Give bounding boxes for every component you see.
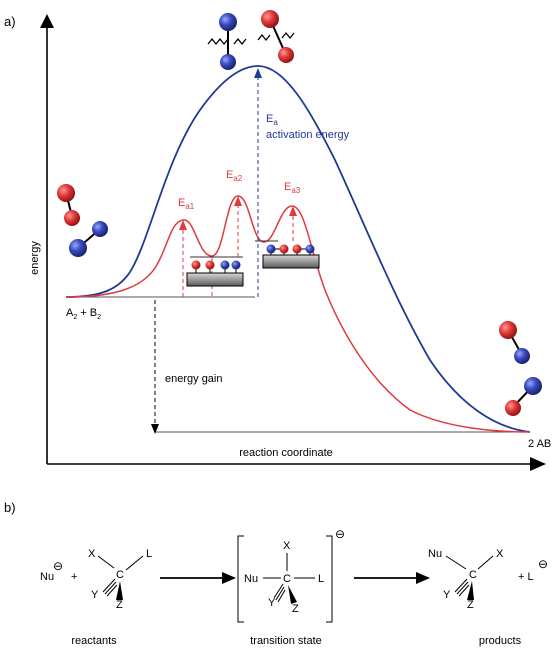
ea-main-label: Ea (266, 113, 278, 127)
reactants-label: A2 + B2 (66, 307, 101, 321)
svg-text:Nu: Nu (40, 571, 54, 583)
svg-text:L: L (318, 573, 324, 585)
svg-text:C: C (283, 573, 291, 585)
reactants-caption: reactants (71, 635, 117, 647)
transition-molecule-red (257, 10, 295, 63)
svg-text:Z: Z (116, 599, 123, 611)
panel-a-label: a) (4, 14, 16, 29)
svg-text:Nu: Nu (244, 573, 258, 585)
transition-state-structure: ⊖ X Nu C L Y Z (237, 527, 345, 623)
svg-text:+ L: + L (518, 571, 534, 583)
product-molecule-1 (499, 321, 530, 364)
reactant-molecule-blue (69, 221, 108, 257)
catalyst-surface-1 (186, 260, 244, 287)
svg-text:C: C (116, 569, 124, 581)
reaction-arrowhead-1 (222, 572, 236, 584)
panel-b-label: b) (4, 500, 16, 515)
svg-text:Z: Z (467, 599, 474, 611)
svg-text:+: + (71, 571, 77, 583)
energy-gain-arrowhead (151, 424, 159, 434)
svg-text:Nu: Nu (428, 548, 442, 560)
svg-text:⊖: ⊖ (53, 559, 63, 573)
svg-text:Y: Y (268, 597, 276, 609)
product-molecule-2 (505, 377, 542, 416)
energy-gain-label: energy gain (165, 373, 223, 385)
catalyst-surface-2 (262, 244, 320, 269)
catalyzed-curve (65, 195, 531, 433)
svg-text:X: X (496, 548, 504, 560)
transition-molecule-blue (207, 13, 247, 70)
y-axis-label: energy (29, 241, 41, 275)
x-axis-label: reaction coordinate (239, 447, 333, 459)
transition-state-caption: transition state (250, 635, 322, 647)
svg-text:Y: Y (443, 589, 451, 601)
svg-text:C: C (469, 569, 477, 581)
uncatalyzed-curve (65, 65, 531, 433)
svg-text:Y: Y (91, 589, 99, 601)
activation-arrows (179, 68, 297, 297)
reaction-arrowhead-2 (416, 572, 430, 584)
svg-text:L: L (146, 548, 152, 560)
products-structure: Nu X C Y Z + L ⊖ (428, 548, 548, 611)
products-label: 2 AB (528, 438, 551, 450)
activation-energy-label: activation energy (266, 129, 350, 141)
products-caption: products (479, 635, 522, 647)
reactants-structure: Nu ⊖ + X L C Y Z (40, 548, 152, 611)
ea1-label: Ea1 (178, 197, 195, 211)
ea3-label: Ea3 (284, 181, 301, 195)
svg-text:⊖: ⊖ (538, 557, 548, 571)
svg-text:X: X (283, 540, 291, 552)
svg-text:X: X (88, 548, 96, 560)
reactant-molecule-red (57, 184, 80, 226)
ea2-label: Ea2 (226, 169, 243, 183)
svg-text:⊖: ⊖ (335, 527, 345, 541)
svg-text:Z: Z (292, 603, 299, 615)
axes (40, 14, 546, 471)
